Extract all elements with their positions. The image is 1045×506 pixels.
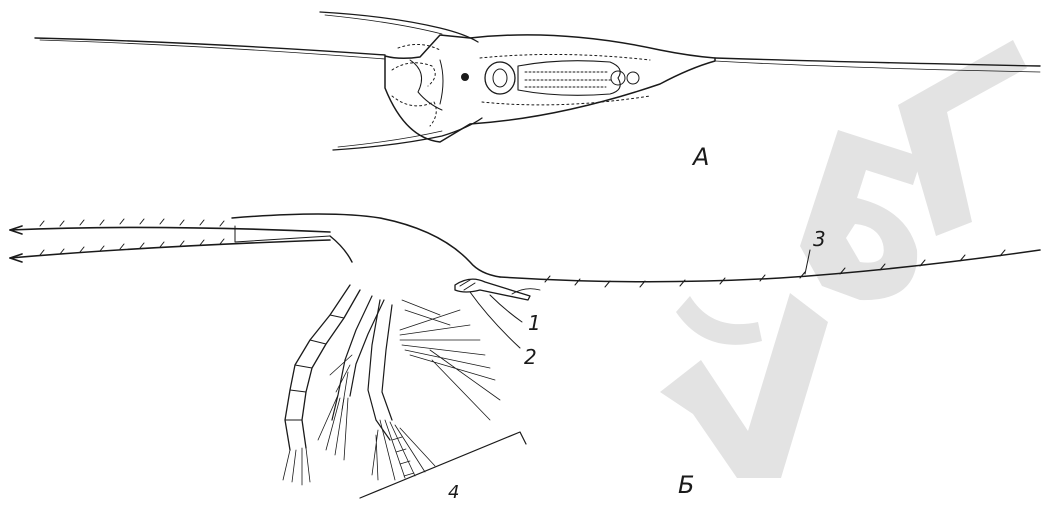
posterior-spine-lateral xyxy=(500,250,1040,282)
callout-4: 4 xyxy=(448,482,459,503)
anterior-spine xyxy=(35,38,385,55)
bracket-4 xyxy=(360,432,526,498)
callout-1: 1 xyxy=(528,311,541,335)
callout-3: 3 xyxy=(813,227,826,251)
carapace xyxy=(232,214,500,277)
leader-1 xyxy=(490,295,522,322)
callout-2: 2 xyxy=(524,345,537,369)
appendage-2 xyxy=(332,296,372,420)
panel-b-label: Б xyxy=(678,471,694,499)
gut xyxy=(518,61,620,96)
upper-anterior-spine xyxy=(10,227,330,232)
appendage-3 xyxy=(368,300,390,440)
panel-a-drawing xyxy=(35,12,1040,150)
upper-horn xyxy=(320,12,478,42)
labrum xyxy=(485,62,515,94)
watermark-glyph-breve xyxy=(676,296,762,345)
panel-a-label: А xyxy=(691,143,709,171)
body-outline xyxy=(385,35,715,142)
nauplius-eye xyxy=(462,74,469,81)
lower-anterior-spine xyxy=(10,240,330,258)
appendage-1 xyxy=(285,285,350,450)
